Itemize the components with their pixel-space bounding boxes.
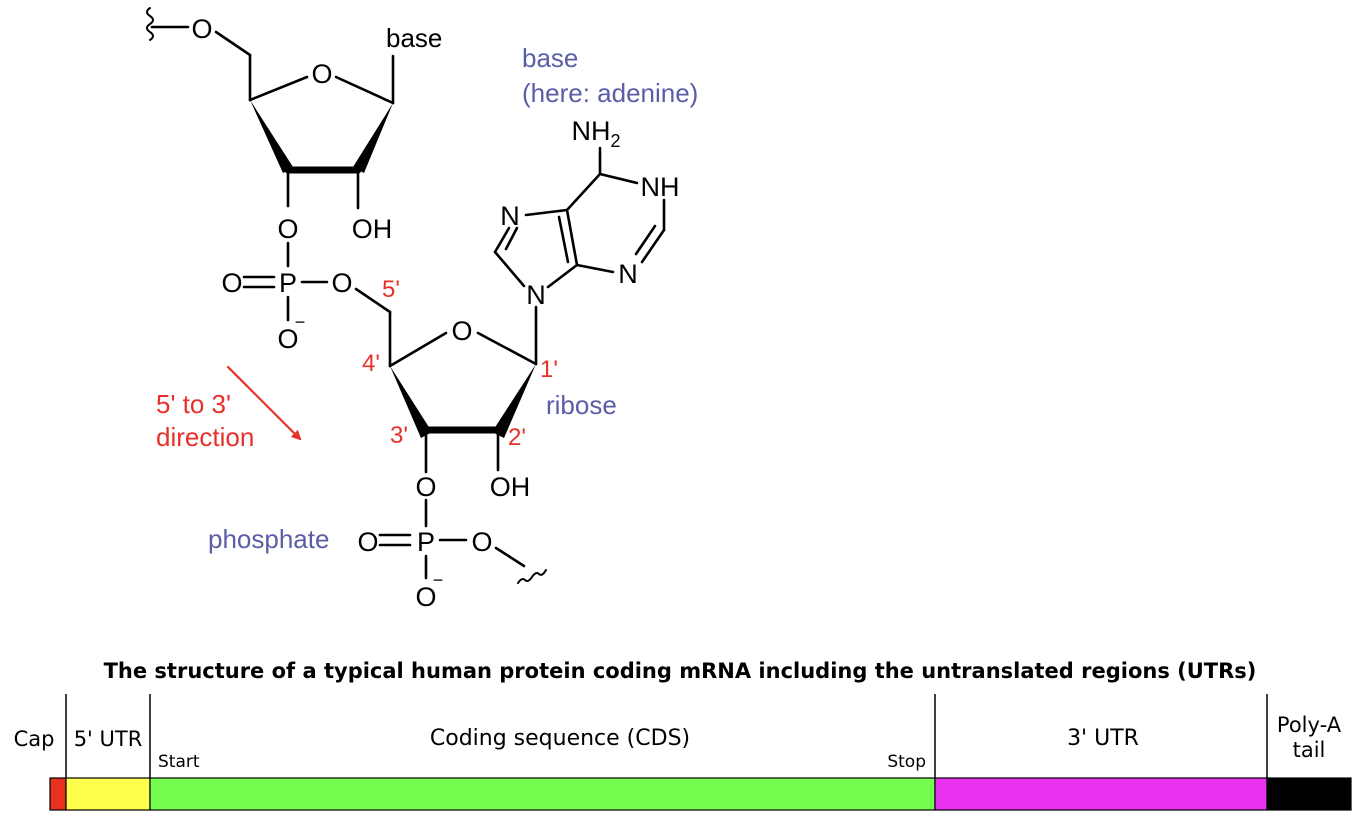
atom-o: O <box>221 268 242 298</box>
top-chain-squiggle <box>146 7 154 41</box>
direction-label-2: direction <box>156 422 254 452</box>
base-adenine-label: (here: adenine) <box>522 78 698 108</box>
position-2-label: 2' <box>508 424 526 451</box>
atom-o: O <box>331 268 352 298</box>
mrna-bar <box>49 777 1352 811</box>
bond <box>565 208 579 267</box>
utr5-segment <box>65 777 151 811</box>
atom-o: O <box>191 14 212 44</box>
bond <box>334 75 395 105</box>
double-bond <box>634 224 657 256</box>
bond <box>565 172 602 212</box>
polya-segment <box>1266 777 1352 811</box>
mrna-structure: The structure of a typical human protein… <box>14 659 1352 811</box>
bond <box>524 208 569 217</box>
nh2-subscript: 2 <box>610 131 620 151</box>
wedge-bond <box>250 100 293 173</box>
bond <box>575 263 615 274</box>
region-dividers <box>65 694 1268 778</box>
bond <box>214 30 252 57</box>
wedge-bond <box>390 366 432 438</box>
polya-label-2: tail <box>1293 738 1326 762</box>
rna-molecule <box>146 7 666 584</box>
minus-sign: − <box>433 570 444 590</box>
atom-o: O <box>471 527 492 557</box>
position-4-label: 4' <box>362 350 380 377</box>
phosphate-label: phosphate <box>208 524 329 554</box>
stop-label: Stop <box>887 752 926 772</box>
bond <box>640 228 666 264</box>
bond <box>493 250 526 288</box>
atom-oh: OH <box>490 472 531 502</box>
position-5-label: 5' <box>382 276 400 303</box>
bond <box>476 331 538 366</box>
atom-n9: N <box>526 280 546 310</box>
cds-label: Coding sequence (CDS) <box>430 726 690 751</box>
bond <box>388 331 448 368</box>
direction-arrow <box>226 365 302 441</box>
atom-oh: OH <box>352 214 393 244</box>
bottom-chain-squiggle <box>517 569 547 584</box>
nh2-main: NH <box>571 116 610 146</box>
bond <box>494 546 526 568</box>
atom-o: O <box>277 214 298 244</box>
wedge-bond <box>353 103 393 173</box>
base-label-top: base <box>386 23 442 53</box>
bond <box>248 75 309 102</box>
molecule-annotations: base base (here: adenine) ribose phospha… <box>156 23 698 554</box>
cap-label: Cap <box>14 727 55 751</box>
base-label: base <box>522 43 578 73</box>
double-bond <box>504 226 519 251</box>
utr5-label: 5' UTR <box>74 727 143 751</box>
bond <box>354 287 392 314</box>
atom-o-ring-top: O <box>311 59 332 89</box>
start-label: Start <box>158 752 200 772</box>
cds-segment <box>149 777 936 811</box>
atom-o-minus: O <box>277 324 298 354</box>
atom-n1: N <box>618 259 638 289</box>
atom-p: P <box>417 527 435 557</box>
atom-nh2: NH2 <box>571 116 620 151</box>
atom-o: O <box>415 472 436 502</box>
atom-p: P <box>279 268 297 298</box>
cap-segment <box>49 777 67 811</box>
bond <box>546 263 579 289</box>
bond <box>598 172 639 185</box>
minus-sign: − <box>295 312 306 332</box>
utr3-label: 3' UTR <box>1067 726 1139 751</box>
atom-o-minus: O <box>415 582 436 612</box>
double-bond <box>557 215 570 264</box>
position-3-label: 3' <box>390 422 408 449</box>
atom-labels: O O O OH O P O O − O N N N NH NH2 O OH O… <box>191 14 679 612</box>
atom-nh: NH <box>641 172 680 202</box>
atom-n7: N <box>500 201 520 231</box>
atom-o-ring-bottom: O <box>451 316 472 346</box>
polya-label: Poly-A <box>1277 713 1342 737</box>
wedge-bond <box>492 364 536 438</box>
mrna-title: The structure of a typical human protein… <box>104 659 1257 683</box>
atom-o: O <box>357 527 378 557</box>
utr3-segment <box>934 777 1268 811</box>
position-1-label: 1' <box>540 356 558 383</box>
direction-label: 5' to 3' <box>156 389 231 419</box>
bond <box>493 226 511 254</box>
ribose-label: ribose <box>546 390 617 420</box>
